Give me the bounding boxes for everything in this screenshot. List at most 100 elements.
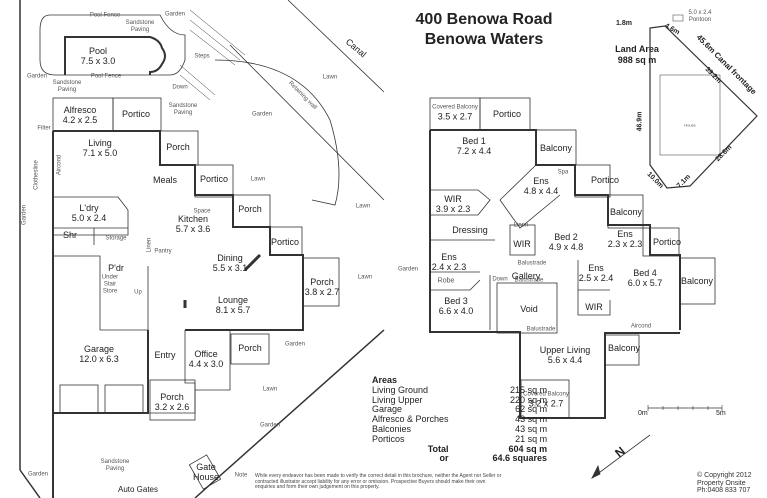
room-portico: Portico — [270, 237, 300, 247]
room-portico: Portico — [199, 174, 229, 184]
aircon-label: Aircond — [56, 154, 63, 176]
garden-label: Garden — [397, 266, 419, 273]
lawn-label: Lawn — [322, 74, 338, 81]
room-balcony: Balcony — [607, 343, 641, 353]
garden-label: Garden — [284, 341, 306, 348]
room-meals: Meals — [152, 175, 178, 185]
room-balcony: Balcony — [539, 143, 573, 153]
balustrade-label: Balustrade — [517, 260, 547, 267]
room-robe: Robe — [437, 277, 455, 285]
filter-label: Filter — [37, 125, 51, 132]
garden-label: Garden — [21, 204, 28, 226]
garden-label: Garden — [259, 422, 281, 429]
room-porch: Porch — [238, 204, 262, 214]
steps-label: Steps — [194, 53, 210, 60]
room-shower: Shr — [62, 230, 78, 240]
room-portico: Portico — [492, 109, 522, 119]
space-label: Space — [193, 208, 211, 215]
room-wir: WIR — [585, 302, 603, 312]
room-entry: Entry — [154, 350, 176, 360]
garden-label: Garden — [164, 11, 186, 18]
garden-label: Garden — [26, 73, 48, 80]
room-void: Void — [520, 304, 538, 314]
down-label: Down — [172, 84, 188, 91]
scale-start: 0m — [638, 410, 648, 417]
pool-fence-label: Pool Fence — [89, 12, 121, 19]
note-label: Note — [234, 472, 248, 479]
down-label: Down — [492, 276, 508, 283]
room-portico: Portico — [121, 109, 151, 119]
lawn-label: Lawn — [357, 274, 373, 281]
room-gallery: Gallery — [511, 271, 541, 281]
room-portico: Portico — [590, 175, 620, 185]
room-balcony: Balcony — [680, 276, 714, 286]
lawn-label: Lawn — [250, 176, 266, 183]
linen-label: Linen — [146, 237, 153, 253]
garden-label: Garden — [251, 111, 273, 118]
site-dim: 1.8m — [616, 20, 632, 27]
site-house-label: House — [684, 122, 696, 128]
room-balcony: Balcony — [609, 207, 643, 217]
disclaimer: While every endeavor has been made to ve… — [255, 473, 502, 490]
up-label: Up — [134, 289, 142, 296]
pantry-label: Pantry — [154, 248, 172, 255]
pool-fence-label: Pool Fence — [90, 73, 122, 80]
room-powder: P'dr — [108, 263, 124, 273]
room-portico: Portico — [652, 237, 682, 247]
room-wir: WIR — [513, 239, 531, 249]
balustrade-label: Balustrade — [514, 277, 544, 284]
areas-heading: Areas — [372, 375, 398, 385]
room-storage: Storage — [105, 235, 127, 242]
lawn-label: Lawn — [355, 203, 371, 210]
spa-label: Spa — [557, 169, 569, 176]
garden-label: Garden — [27, 471, 49, 478]
lawn-label: Lawn — [262, 386, 278, 393]
auto-gates-label: Auto Gates — [117, 485, 159, 494]
clothesline-label: Clothesline — [33, 160, 40, 190]
room-dressing: Dressing — [452, 225, 488, 235]
site-dim: 46.9m — [636, 111, 644, 132]
